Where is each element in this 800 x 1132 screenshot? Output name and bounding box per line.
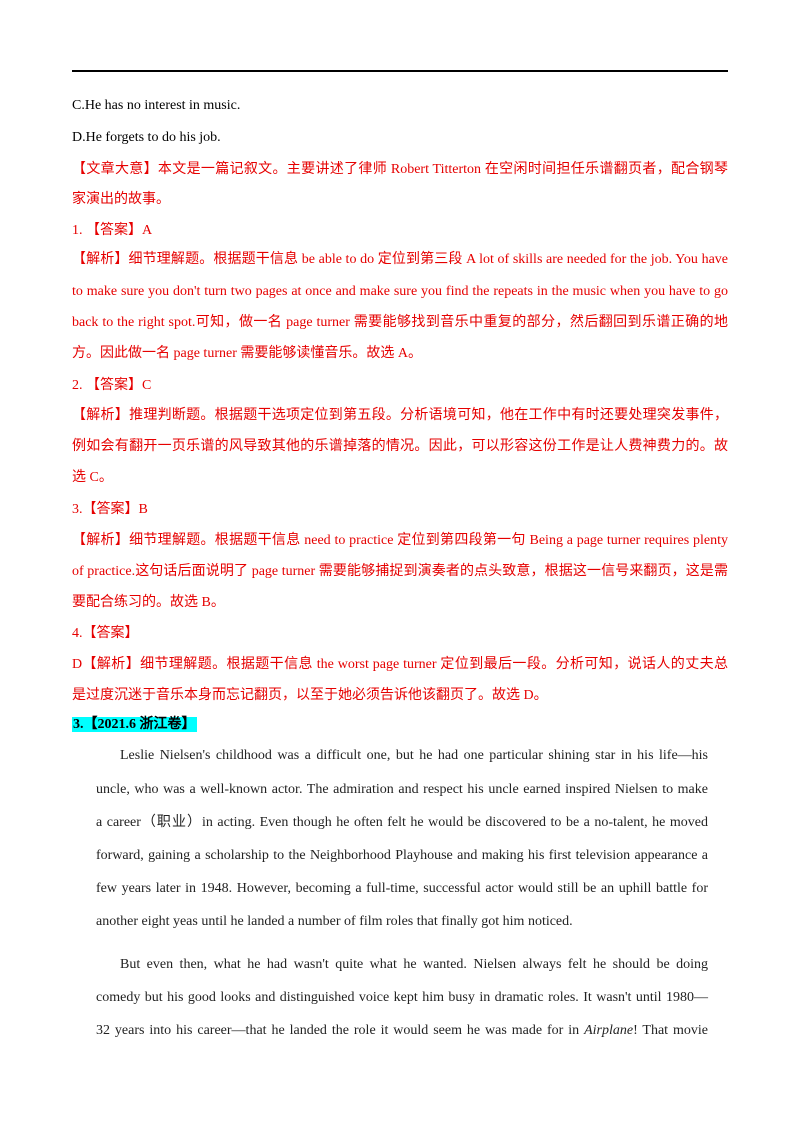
section-label-row: 3.【2021.6 浙江卷】 [72,715,728,735]
section-label: 3.【2021.6 浙江卷】 [72,717,197,732]
analysis-3-line-3: 要配合练习的。故选 B。 [72,595,225,610]
answer-2: 2. 【答案】C [72,378,152,393]
summary-line-1: 【文章大意】本文是一篇记叙文。主要讲述了律师 Robert Titterton … [72,162,728,177]
analysis-1-line-4: 方。因此做一名 page turner 需要能够读懂音乐。故选 A。 [72,346,422,361]
passage-p2-line-1: But even then, what he had wasn't quite … [120,957,708,972]
passage-p1-line-4: forward, gaining a scholarship to the Ne… [96,848,708,863]
passage-p2-line-3-before: 32 years into his career—that he landed … [96,1023,585,1038]
analysis-3-line-2: of practice.这句话后面说明了 page turner 需要能够捕捉到… [72,564,728,579]
passage-p2-line-3-after: ! That movie [633,1023,708,1038]
option-d: D.He forgets to do his job. [72,130,221,145]
summary-line-2: 家演出的故事。 [72,192,170,207]
analysis-2-line-3: 选 C。 [72,470,113,485]
passage-p1-line-3: a career（职业）in acting. Even though he of… [96,815,708,830]
analysis-3-line-1: 【解析】细节理解题。根据题干信息 need to practice 定位到第四段… [72,533,728,548]
answer-3: 3.【答案】B [72,502,148,517]
answer-1: 1. 【答案】A [72,223,153,238]
passage-p1-line-2: uncle, who was a well-known actor. The a… [96,782,708,797]
passage-p1-line-5: few years later in 1948. However, becomi… [96,881,708,896]
analysis-1-line-2: to make sure you don't turn two pages at… [72,284,728,299]
passage-p2-line-3: 32 years into his career—that he landed … [96,1021,708,1041]
analysis-4-line-2: 是过度沉迷于音乐本身而忘记翻页，以至于她必须告诉他该翻页了。故选 D。 [72,688,548,703]
analysis-1-line-3: back to the right spot.可知，做一名 page turne… [72,315,728,330]
analysis-4-line-1: D【解析】细节理解题。根据题干信息 the worst page turner … [72,657,728,672]
option-c: C.He has no interest in music. [72,98,241,113]
movie-title: Airplane [584,1023,634,1038]
analysis-2-line-1: 【解析】推理判断题。根据题干选项定位到第五段。分析语境可知，他在工作中有时还要处… [72,408,728,423]
passage-p1-line-6: another eight yeas until he landed a num… [96,914,573,929]
analysis-1-line-1: 【解析】细节理解题。根据题干信息 be able to do 定位到第三段 A … [72,252,728,267]
passage-p1-line-1: Leslie Nielsen's childhood was a difficu… [120,748,708,763]
answer-4: 4.【答案】 [72,626,139,641]
header-rule [72,70,728,72]
analysis-2-line-2: 例如会有翻开一页乐谱的风导致其他的乐谱掉落的情况。因此，可以形容这份工作是让人费… [72,439,728,454]
passage-p2-line-2: comedy but his good looks and distinguis… [96,990,708,1005]
